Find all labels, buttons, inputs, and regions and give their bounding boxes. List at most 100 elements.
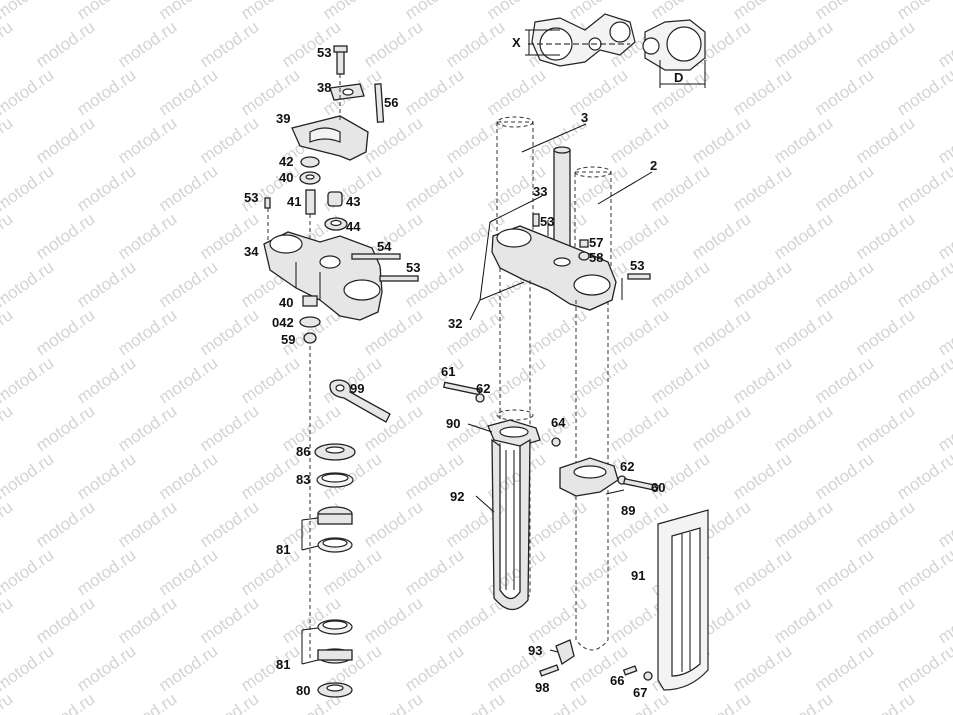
watermark-text: motod.ru bbox=[852, 305, 918, 359]
watermark-text: motod.ru bbox=[688, 689, 754, 715]
watermark-text: motod.ru bbox=[934, 209, 953, 263]
part-labels: 53 38 56 39 42 40 53 41 43 44 34 54 53 4… bbox=[244, 45, 665, 700]
watermark-text: motod.ru bbox=[32, 305, 98, 359]
watermark-text: motod.ru bbox=[114, 209, 180, 263]
label-43: 43 bbox=[346, 194, 360, 209]
label-62-left: 62 bbox=[476, 381, 490, 396]
watermark-text: motod.ru bbox=[0, 209, 16, 263]
watermark-text: motod.ru bbox=[0, 497, 16, 551]
fork-guards bbox=[442, 381, 709, 691]
watermark-text: motod.ru bbox=[401, 545, 467, 599]
label-3: 3 bbox=[581, 110, 588, 125]
watermark-text: motod.ru bbox=[729, 641, 795, 695]
watermark-text: motod.ru bbox=[852, 113, 918, 167]
watermark-text: motod.ru bbox=[811, 257, 877, 311]
label-58: 58 bbox=[589, 250, 603, 265]
watermark-text: motod.ru bbox=[770, 401, 836, 455]
label-61: 61 bbox=[441, 364, 455, 379]
watermark-text: motod.ru bbox=[688, 305, 754, 359]
watermark-text: motod.ru bbox=[647, 161, 713, 215]
dimension-x-label: X bbox=[512, 35, 521, 50]
watermark-text: motod.ru bbox=[0, 113, 16, 167]
watermark-text: motod.ru bbox=[893, 161, 953, 215]
watermark-text: motod.ru bbox=[32, 113, 98, 167]
label-86: 86 bbox=[296, 444, 310, 459]
watermark-text: motod.ru bbox=[196, 17, 262, 71]
label-57: 57 bbox=[589, 235, 603, 250]
label-80: 80 bbox=[296, 683, 310, 698]
watermark-text: motod.ru bbox=[155, 449, 221, 503]
watermark-text: motod.ru bbox=[237, 641, 303, 695]
watermark-text: motod.ru bbox=[155, 641, 221, 695]
label-53-stem: 53 bbox=[540, 214, 554, 229]
watermark-text: motod.ru bbox=[237, 449, 303, 503]
watermark-text: motod.ru bbox=[893, 65, 953, 119]
watermark-text: motod.ru bbox=[729, 353, 795, 407]
leader-lines bbox=[467, 123, 653, 653]
watermark-text: motod.ru bbox=[196, 305, 262, 359]
watermark-text: motod.ru bbox=[729, 65, 795, 119]
watermark-text: motod.ru bbox=[0, 0, 57, 23]
watermark-text: motod.ru bbox=[606, 401, 672, 455]
label-53-left: 53 bbox=[244, 190, 258, 205]
watermark-text: motod.ru bbox=[401, 353, 467, 407]
watermark-text: motod.ru bbox=[0, 641, 57, 695]
watermark-text: motod.ru bbox=[893, 257, 953, 311]
watermark-text: motod.ru bbox=[0, 545, 57, 599]
watermark-text: motod.ru bbox=[32, 401, 98, 455]
label-92: 92 bbox=[450, 489, 464, 504]
watermark-text: motod.ru bbox=[0, 593, 16, 647]
watermark-text: motod.ru bbox=[114, 593, 180, 647]
watermark-text: motod.ru bbox=[0, 305, 16, 359]
watermark-text: motod.ru bbox=[647, 353, 713, 407]
watermark-text: motod.ru bbox=[73, 353, 139, 407]
label-38: 38 bbox=[317, 80, 331, 95]
label-64: 64 bbox=[551, 415, 566, 430]
watermark-text: motod.ru bbox=[442, 689, 508, 715]
watermark-text: motod.ru bbox=[606, 209, 672, 263]
watermark-text: motod.ru bbox=[32, 17, 98, 71]
watermark-text: motod.ru bbox=[237, 65, 303, 119]
watermark-text: motod.ru bbox=[934, 17, 953, 71]
watermark-text: motod.ru bbox=[565, 353, 631, 407]
watermark-text: motod.ru bbox=[647, 449, 713, 503]
label-67: 67 bbox=[633, 685, 647, 700]
label-34: 34 bbox=[244, 244, 259, 259]
label-53-clamp: 53 bbox=[406, 260, 420, 275]
watermark-text: motod.ru bbox=[729, 257, 795, 311]
watermark-text: motod.ru bbox=[32, 209, 98, 263]
upper-clamp-parts bbox=[264, 45, 385, 254]
triple-clamp-left bbox=[263, 231, 419, 660]
watermark-text: motod.ru bbox=[0, 65, 57, 119]
watermark-text: motod.ru bbox=[73, 65, 139, 119]
watermark-text: motod.ru bbox=[73, 641, 139, 695]
watermark-text: motod.ru bbox=[32, 497, 98, 551]
label-54: 54 bbox=[377, 239, 392, 254]
watermark-text: motod.ru bbox=[32, 593, 98, 647]
watermark-text: motod.ru bbox=[401, 65, 467, 119]
watermark-text: motod.ru bbox=[114, 113, 180, 167]
watermark-text: motod.ru bbox=[0, 449, 57, 503]
watermark-text: motod.ru bbox=[770, 113, 836, 167]
fork-tubes bbox=[491, 116, 651, 651]
label-40-upper: 40 bbox=[279, 170, 293, 185]
watermark-text: motod.ru bbox=[0, 689, 16, 715]
watermark-text: motod.ru bbox=[0, 161, 57, 215]
watermark-text: motod.ru bbox=[770, 17, 836, 71]
watermark-text: motod.ru bbox=[73, 257, 139, 311]
label-33: 33 bbox=[533, 184, 547, 199]
watermark-text: motod.ru bbox=[647, 257, 713, 311]
watermark-text: motod.ru bbox=[73, 545, 139, 599]
watermark-text: motod.ru bbox=[0, 17, 16, 71]
watermark-text: motod.ru bbox=[524, 593, 590, 647]
watermark-text: motod.ru bbox=[811, 449, 877, 503]
watermark-text: motod.ru bbox=[196, 689, 262, 715]
watermark-text: motod.ru bbox=[934, 689, 953, 715]
watermark-text: motod.ru bbox=[934, 305, 953, 359]
watermark-text: motod.ru bbox=[114, 401, 180, 455]
label-42: 42 bbox=[279, 154, 293, 169]
label-93: 93 bbox=[528, 643, 542, 658]
watermark-text: motod.ru bbox=[688, 209, 754, 263]
watermark-text: motod.ru bbox=[852, 401, 918, 455]
